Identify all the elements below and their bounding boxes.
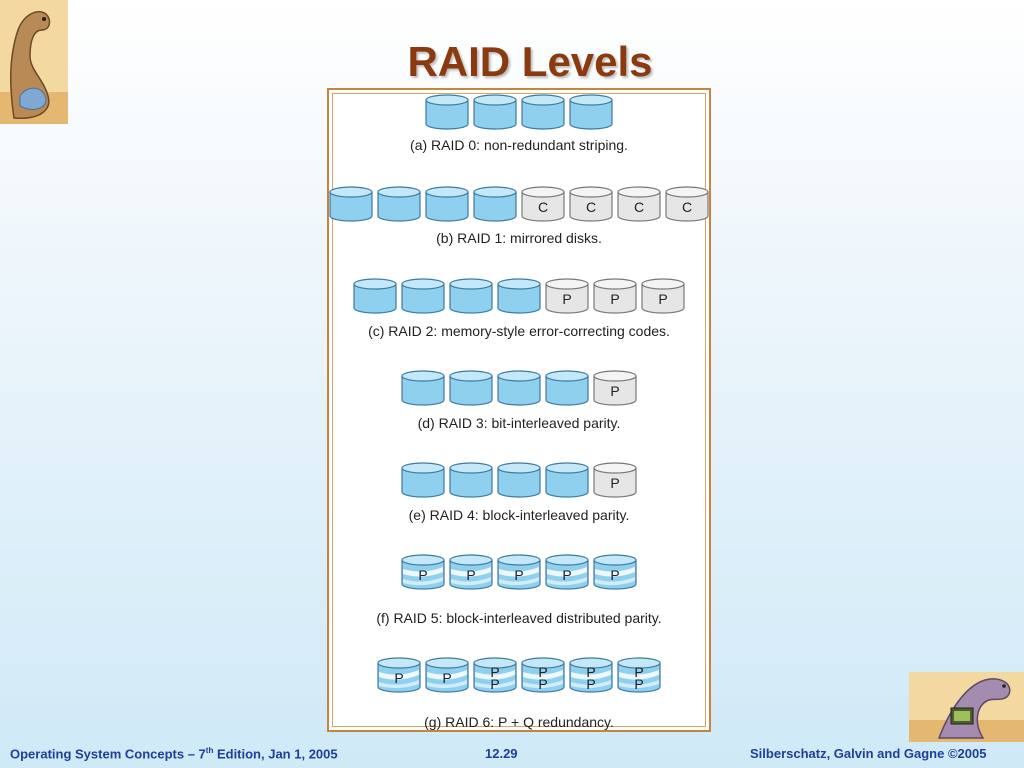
disk-cylinder	[497, 278, 541, 314]
disk-cylinder	[329, 186, 373, 222]
disk-label: P	[586, 664, 595, 680]
disk-cylinder	[473, 186, 517, 222]
caption-raid-0: (a) RAID 0: non-redundant striping.	[410, 137, 628, 153]
caption-raid-6: (g) RAID 6: P + Q redundancy.	[424, 714, 614, 730]
disk-cylinder: P	[377, 657, 421, 693]
disk-label: P	[418, 567, 427, 583]
disk-cylinder	[425, 94, 469, 130]
disk-cylinder: PP	[521, 657, 565, 693]
disk-label: P	[610, 567, 619, 583]
disk-cylinder	[401, 278, 445, 314]
disk-label: P	[514, 567, 523, 583]
disk-label: P	[658, 291, 667, 307]
disk-label: P	[562, 291, 571, 307]
dinosaur-logo-bottom-right	[909, 672, 1024, 742]
disk-label: C	[538, 199, 548, 215]
disk-cylinder: P	[545, 278, 589, 314]
disk-label: P	[610, 383, 619, 399]
disk-cylinder: C	[617, 186, 661, 222]
dinosaur-logo-top-left	[0, 0, 68, 124]
disk-cylinder	[545, 462, 589, 498]
disk-cylinder	[377, 186, 421, 222]
disk-label: P	[538, 676, 547, 692]
disk-label: C	[586, 199, 596, 215]
disk-cylinder: P	[593, 278, 637, 314]
disk-cylinder: P	[593, 462, 637, 498]
disk-label: C	[634, 199, 644, 215]
disk-label: P	[610, 291, 619, 307]
disk-cylinder: C	[569, 186, 613, 222]
disk-cylinder: P	[593, 554, 637, 590]
footer-left-suffix: Edition, Jan 1, 2005	[213, 746, 338, 762]
disk-cylinder	[497, 462, 541, 498]
disk-label: P	[466, 567, 475, 583]
disk-cylinder: C	[665, 186, 709, 222]
disk-cylinder	[521, 94, 565, 130]
disk-cylinder	[497, 370, 541, 406]
disk-cylinder	[545, 370, 589, 406]
disk-cylinder: PP	[473, 657, 517, 693]
disk-cylinder	[425, 186, 469, 222]
footer-book-title: Operating System Concepts – 7th Edition,…	[10, 746, 338, 761]
disk-cylinder: P	[497, 554, 541, 590]
disk-cylinder	[401, 370, 445, 406]
disk-label: P	[538, 664, 547, 680]
disk-label: P	[490, 664, 499, 680]
disk-label: P	[562, 567, 571, 583]
disk-cylinder: C	[521, 186, 565, 222]
caption-raid-2: (c) RAID 2: memory-style error-correctin…	[368, 323, 670, 339]
disk-label: P	[442, 670, 451, 686]
footer-left-sup: th	[205, 746, 214, 755]
caption-raid-4: (e) RAID 4: block-interleaved parity.	[408, 507, 630, 523]
disk-cylinder	[449, 462, 493, 498]
disk-cylinder: P	[449, 554, 493, 590]
disk-cylinder	[449, 278, 493, 314]
disk-cylinder: PP	[617, 657, 661, 693]
disk-label: C	[682, 199, 692, 215]
footer-copyright: Silberschatz, Galvin and Gagne ©2005	[750, 746, 987, 761]
disk-label: P	[634, 664, 643, 680]
disk-cylinder: P	[641, 278, 685, 314]
disk-cylinder: PP	[569, 657, 613, 693]
disk-cylinder	[473, 94, 517, 130]
disk-label: P	[634, 676, 643, 692]
caption-raid-5: (f) RAID 5: block-interleaved distribute…	[376, 610, 662, 626]
disk-cylinder: P	[425, 657, 469, 693]
footer-page-number: 12.29	[485, 746, 518, 761]
disk-cylinder	[569, 94, 613, 130]
disk-label: P	[394, 670, 403, 686]
disk-cylinder: P	[545, 554, 589, 590]
footer-left-prefix: Operating System Concepts – 7	[10, 746, 206, 762]
caption-raid-1: (b) RAID 1: mirrored disks.	[436, 230, 602, 246]
disk-cylinder	[353, 278, 397, 314]
disk-label: P	[586, 676, 595, 692]
disk-cylinder: P	[593, 370, 637, 406]
disk-cylinder	[401, 462, 445, 498]
slide-title: RAID Levels	[407, 38, 653, 85]
disk-cylinder: P	[401, 554, 445, 590]
disk-label: P	[610, 475, 619, 491]
caption-raid-3: (d) RAID 3: bit-interleaved parity.	[417, 415, 621, 431]
disk-label: P	[490, 676, 499, 692]
disk-cylinder	[449, 370, 493, 406]
